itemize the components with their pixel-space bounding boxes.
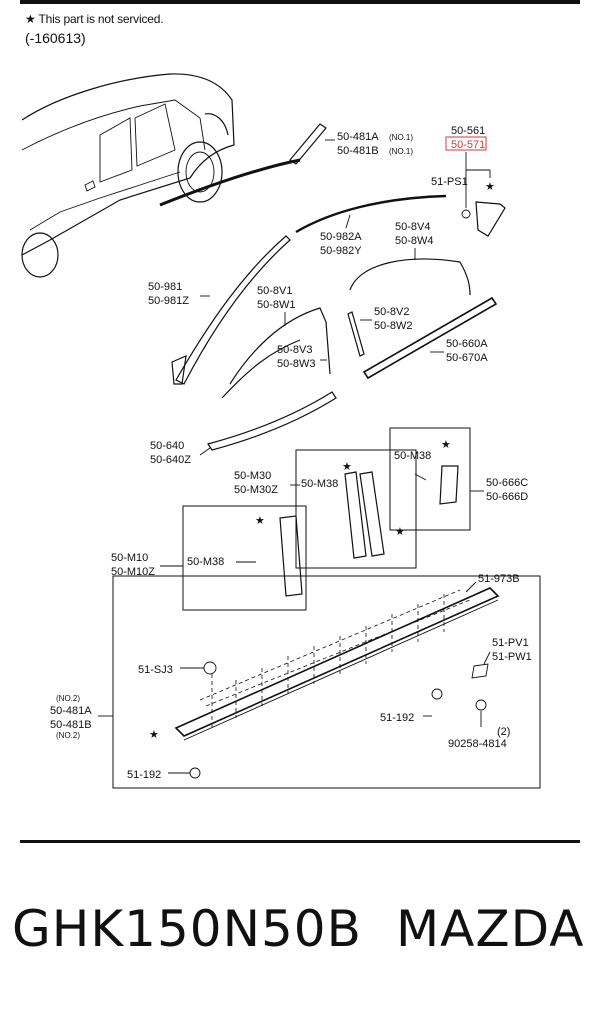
svg-text:50-640Z: 50-640Z — [150, 454, 191, 466]
svg-text:50-666C: 50-666C — [486, 477, 528, 489]
top-rule — [20, 0, 580, 4]
svg-text:51-PV1: 51-PV1 — [492, 637, 529, 649]
svg-text:50-571: 50-571 — [451, 139, 485, 151]
box-50-m30 — [295, 449, 417, 569]
part-50-8v4-molding[interactable] — [349, 258, 471, 296]
svg-text:50-8V4: 50-8V4 — [395, 221, 430, 233]
part-50-8v2-molding[interactable] — [347, 311, 365, 357]
part-90258-4814-screw[interactable] — [475, 699, 487, 711]
svg-text:50-M10Z: 50-M10Z — [111, 566, 155, 578]
svg-text:50-M30: 50-M30 — [234, 470, 271, 482]
part-number: GHK150N50B — [12, 900, 362, 958]
svg-text:50-982A: 50-982A — [320, 231, 362, 243]
box-50-666c — [389, 427, 471, 531]
part-51-sj3-nut[interactable] — [203, 661, 217, 675]
part-50-m10-garnish[interactable] — [279, 515, 303, 597]
part-50-561-garnish[interactable] — [475, 201, 506, 237]
svg-text:51-973B: 51-973B — [478, 573, 520, 585]
leader-lines — [98, 139, 491, 774]
svg-text:50-981: 50-981 — [148, 281, 182, 293]
svg-text:51-SJ3: 51-SJ3 — [138, 664, 173, 676]
exploded-view-drawing: 50-481A (NO.1) 50-481B (NO.1) 50-561 50-57… — [21, 73, 541, 789]
part-50-666c-garnish[interactable] — [439, 465, 459, 505]
svg-text:50-8W2: 50-8W2 — [374, 320, 413, 332]
svg-text:50-8W1: 50-8W1 — [257, 299, 296, 311]
svg-text:50-8V3: 50-8V3 — [277, 344, 312, 356]
svg-text:50-640: 50-640 — [150, 440, 184, 452]
part-50-m30-garnish-b[interactable] — [359, 471, 385, 557]
clip-dashes — [211, 594, 445, 730]
part-51-pv1-bracket[interactable] — [471, 663, 489, 679]
not-serviced-note: ★ This part is not serviced. — [25, 12, 164, 26]
svg-text:50-561: 50-561 — [451, 125, 485, 137]
not-serviced-text: This part is not serviced. — [38, 12, 164, 26]
svg-text:90258-4814: 90258-4814 — [448, 738, 507, 750]
star-icon: ★ — [395, 526, 405, 538]
part-51-192-clip-b[interactable] — [189, 767, 201, 779]
svg-text:51-192: 51-192 — [127, 769, 161, 781]
svg-text:50-M10: 50-M10 — [111, 552, 148, 564]
svg-text:(NO.1): (NO.1) — [389, 133, 413, 142]
svg-text:50-660A: 50-660A — [446, 338, 488, 350]
part-50-m30-garnish-a[interactable] — [344, 471, 367, 559]
part-labels: 50-481A (NO.1) 50-481B (NO.1) 50-561 50-57… — [50, 125, 532, 781]
svg-text:(NO.2): (NO.2) — [56, 731, 80, 740]
svg-text:50-670A: 50-670A — [446, 352, 488, 364]
car-illustration — [21, 73, 301, 278]
effective-date-code: (-160613) — [25, 30, 86, 46]
box-50-m10 — [182, 505, 307, 611]
svg-text:51-192: 51-192 — [380, 712, 414, 724]
svg-text:50-8W4: 50-8W4 — [395, 235, 434, 247]
svg-text:(2): (2) — [497, 726, 510, 738]
box-side-sill — [112, 575, 541, 789]
part-50-660a-weatherstrip[interactable] — [362, 296, 498, 380]
svg-text:51-PW1: 51-PW1 — [492, 651, 532, 663]
star-icon: ★ — [342, 461, 352, 473]
part-50-481a-side-sill[interactable] — [174, 587, 500, 737]
svg-text:50-8V2: 50-8V2 — [374, 306, 409, 318]
svg-text:50-666D: 50-666D — [486, 491, 528, 503]
svg-text:(NO.1): (NO.1) — [389, 147, 413, 156]
part-51-192-clip-a[interactable] — [431, 688, 443, 700]
bottom-rule — [20, 840, 580, 843]
star-icon: ★ — [149, 729, 159, 741]
svg-text:50-M38: 50-M38 — [301, 478, 338, 490]
part-50-8v1-molding[interactable] — [229, 307, 331, 385]
svg-text:50-8V1: 50-8V1 — [257, 285, 292, 297]
svg-text:50-481A: 50-481A — [337, 131, 379, 143]
svg-text:50-481B: 50-481B — [50, 719, 92, 731]
part-50-8v3-molding[interactable] — [221, 339, 301, 399]
svg-text:51-PS1: 51-PS1 — [431, 176, 468, 188]
star-icon: ★ — [441, 439, 451, 451]
part-50-982a-molding[interactable] — [295, 194, 447, 234]
svg-text:50-481A: 50-481A — [50, 705, 92, 717]
svg-text:50-982Y: 50-982Y — [320, 245, 362, 257]
brand-name: MAZDA — [396, 900, 585, 958]
svg-text:50-8W3: 50-8W3 — [277, 358, 316, 370]
star-icon: ★ — [485, 181, 495, 193]
part-50-981-molding[interactable] — [175, 235, 291, 385]
svg-text:50-481B: 50-481B — [337, 145, 379, 157]
not-serviced-star-markers: ★ ★ ★ ★ ★ ★ — [149, 181, 495, 741]
part-50-640-molding[interactable] — [207, 391, 337, 451]
svg-text:50-M38: 50-M38 — [394, 450, 431, 462]
svg-text:50-M38: 50-M38 — [187, 556, 224, 568]
star-icon: ★ — [25, 12, 36, 26]
part-51-ps1-clip[interactable] — [461, 209, 471, 219]
svg-text:(NO.2): (NO.2) — [56, 694, 80, 703]
part-50-481a-molding[interactable] — [289, 123, 327, 165]
svg-text:50-981Z: 50-981Z — [148, 295, 189, 307]
highlight-box — [445, 136, 487, 151]
svg-text:50-M30Z: 50-M30Z — [234, 484, 278, 496]
star-icon: ★ — [255, 515, 265, 527]
